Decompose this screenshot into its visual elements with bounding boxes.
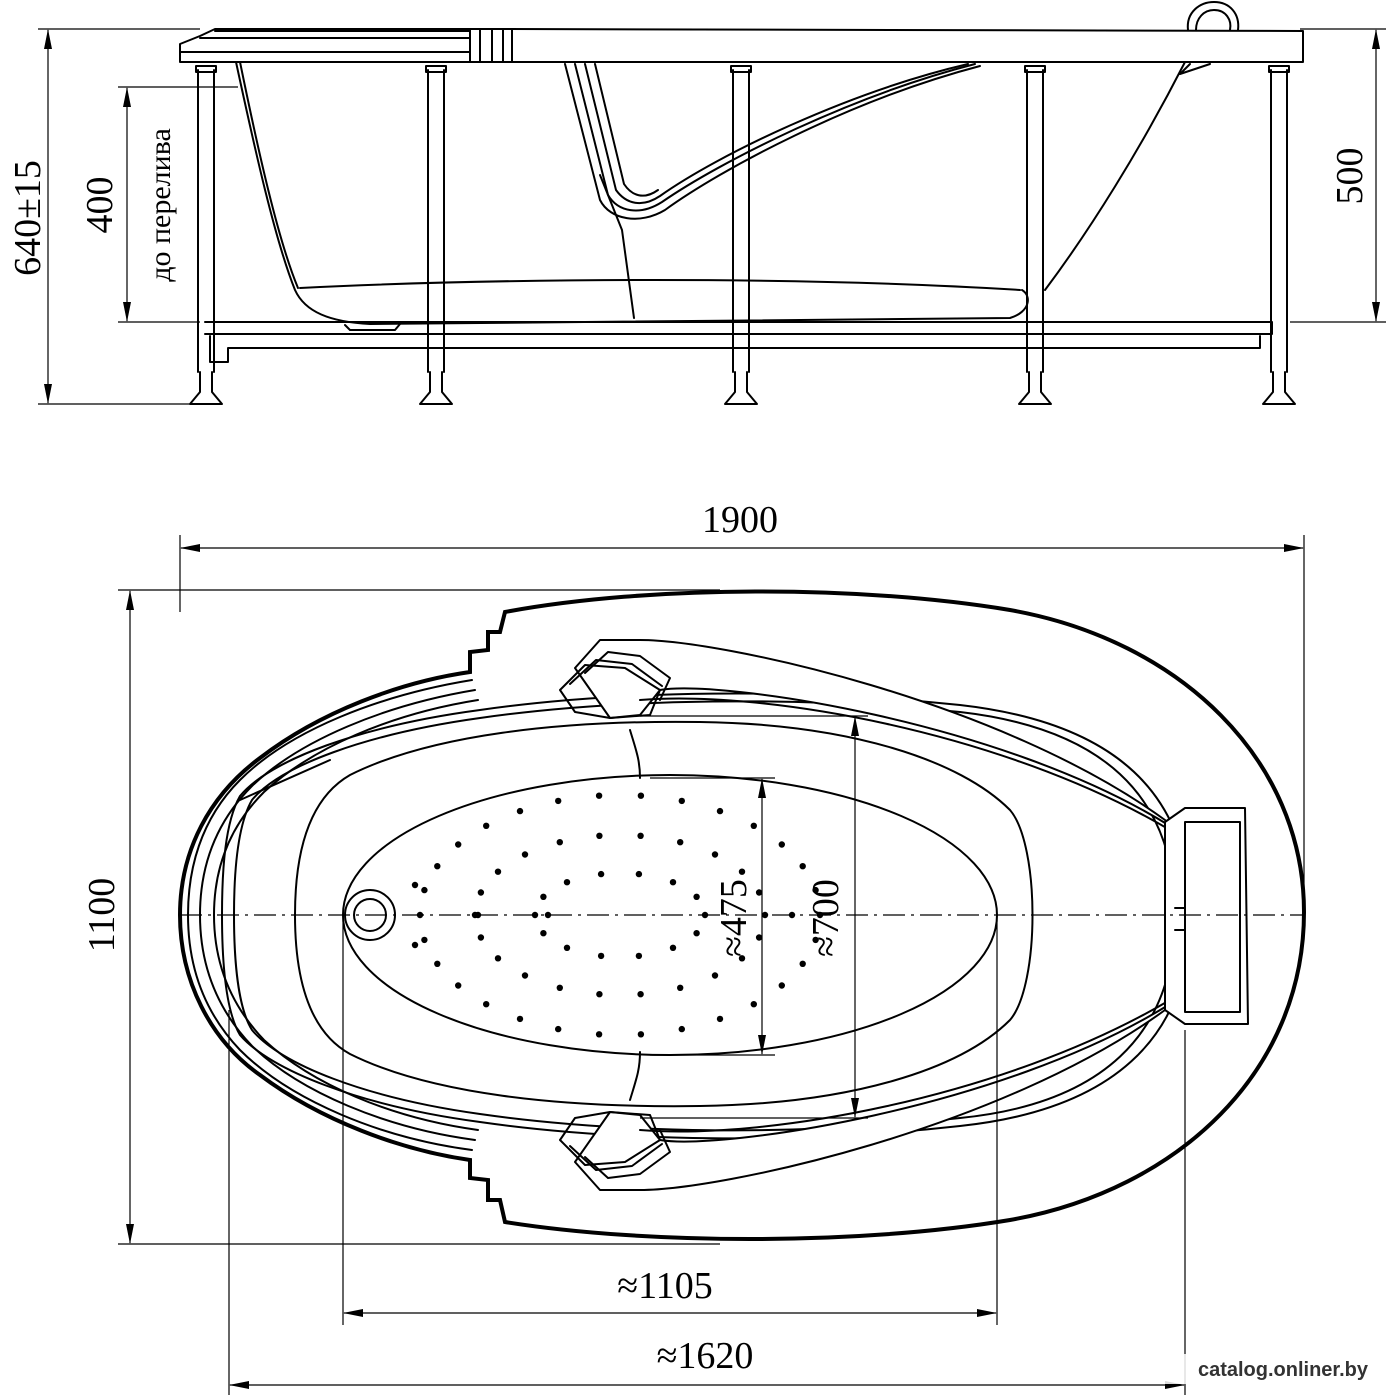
air-jet-icon [678, 797, 685, 805]
air-jet-icon [455, 982, 462, 989]
air-jet-icon [761, 911, 769, 919]
air-jet-icon [595, 1031, 603, 1038]
air-jet-icon [477, 889, 485, 896]
side-view: 640±15 400 до перелива 500 [7, 1, 1386, 405]
air-jet-icon [494, 868, 502, 875]
air-jet-icon [455, 841, 462, 848]
dimension-width: 1100 [81, 589, 720, 1245]
bowl-width-label: ≈700 [805, 879, 847, 957]
width-label: 1100 [81, 878, 123, 953]
air-jet-icon [816, 911, 824, 919]
air-jet-icon [483, 1001, 490, 1008]
dimension-bowl-width: ≈700 [640, 715, 868, 1119]
air-jet-icon [637, 792, 645, 799]
top-view: 1900 1100 ≈475 ≈700 ≈1105 [81, 499, 1307, 1395]
air-jet-icon [516, 1015, 524, 1023]
air-jet-icon [635, 952, 643, 960]
air-jet-icon [738, 955, 746, 962]
air-jet-icon [596, 832, 603, 839]
air-jet-icon [555, 1025, 562, 1033]
air-jet-icon [716, 1015, 724, 1023]
overflow-caption: до перелива [144, 128, 177, 282]
dimension-jet-zone: ≈475 [650, 777, 775, 1056]
air-jet-icon [637, 1031, 645, 1038]
dimension-bowl-length: ≈1105 [342, 915, 998, 1325]
air-jet-icon [738, 868, 746, 875]
overflow-height-label: 400 [79, 177, 121, 234]
air-jet-icon [595, 792, 603, 799]
air-jet-icon [693, 893, 700, 900]
air-jet-icon [750, 1001, 757, 1008]
air-jet-icon [597, 870, 605, 878]
air-jet-icon [483, 822, 490, 829]
dimension-total-height: 640±15 [7, 28, 200, 405]
air-jet-icon [596, 991, 603, 998]
air-jet-icon [540, 893, 547, 900]
air-jet-icon [812, 886, 819, 894]
air-jet-icon [544, 911, 552, 919]
inner-length-label: ≈1620 [657, 1335, 754, 1377]
air-jet-icon [750, 822, 757, 829]
air-jet-icon [716, 807, 724, 815]
air-jet-icon [799, 960, 806, 967]
length-label: 1900 [702, 499, 778, 541]
watermark: catalog.onliner.by [1198, 1359, 1369, 1381]
air-jet-icon [678, 1025, 685, 1033]
headrest-pillow [1164, 807, 1249, 1025]
air-jet-icon [669, 944, 677, 951]
air-jet-icon [788, 911, 796, 919]
air-jet-icon [812, 936, 819, 944]
air-jet-icon [635, 870, 643, 878]
air-jet-icon [531, 911, 539, 919]
air-jet-icon [555, 797, 562, 805]
air-jet-icon [711, 851, 719, 858]
air-jet-icon [778, 841, 785, 848]
drain-icon [344, 889, 396, 941]
air-jet-icon [421, 936, 428, 944]
air-jet-icon [637, 991, 644, 998]
air-jet-icon [434, 863, 441, 870]
frame-legs [189, 65, 1296, 405]
air-jet-icon [563, 944, 571, 951]
air-jets [411, 792, 824, 1038]
air-jet-icon [677, 839, 684, 846]
dimension-length: 1900 [179, 499, 1305, 912]
air-jet-icon [597, 952, 605, 960]
bowl-length-label: ≈1105 [617, 1265, 712, 1307]
air-jet-icon [540, 930, 547, 937]
dimension-inner-length: ≈1620 [228, 1010, 1186, 1395]
air-jet-icon [521, 851, 529, 858]
jet-zone-label: ≈475 [713, 879, 755, 957]
air-jet-icon [778, 982, 785, 989]
air-jet-icon [411, 941, 419, 949]
air-jet-icon [669, 879, 677, 886]
air-jet-icon [421, 886, 428, 894]
air-jet-icon [477, 934, 485, 941]
air-jet-icon [799, 863, 806, 870]
air-jet-icon [494, 955, 502, 962]
air-jet-icon [556, 984, 563, 991]
air-jet-icon [416, 911, 424, 919]
air-jet-icon [693, 930, 700, 937]
air-jet-icon [474, 911, 482, 919]
air-jet-icon [677, 984, 684, 991]
total-height-label: 640±15 [7, 160, 49, 276]
air-jet-icon [563, 879, 571, 886]
air-jet-icon [755, 934, 763, 941]
air-jet-icon [411, 881, 419, 889]
air-jet-icon [521, 972, 529, 979]
dimension-overflow-height: 400 до перелива [79, 86, 238, 323]
air-jet-icon [701, 911, 709, 919]
air-jet-icon [755, 889, 763, 896]
dimension-frame-height: 500 [1290, 28, 1386, 323]
air-jet-icon [711, 972, 719, 979]
frame-height-label: 500 [1329, 148, 1371, 205]
air-jet-icon [637, 832, 644, 839]
air-jet-icon [556, 839, 563, 846]
air-jet-icon [434, 960, 441, 967]
air-jet-icon [516, 807, 524, 815]
